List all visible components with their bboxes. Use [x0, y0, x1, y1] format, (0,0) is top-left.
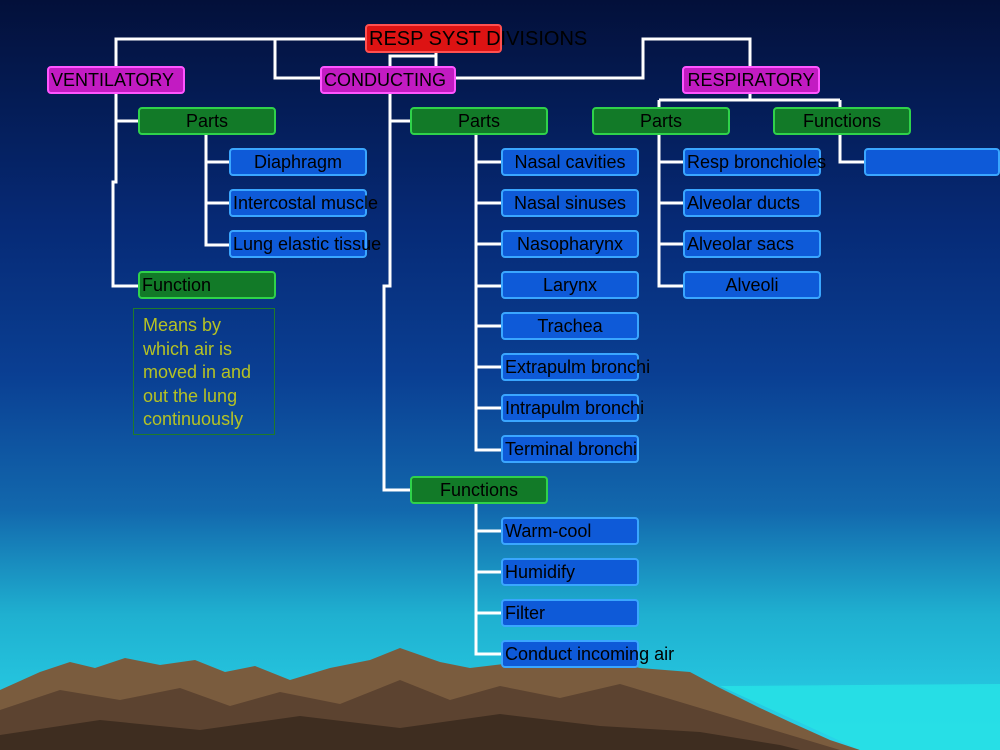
respiratory-functions-header: Functions [773, 107, 911, 135]
respiratory-parts-header-label: Parts [639, 111, 682, 131]
division-respiratory: RESPIRATORY [682, 66, 820, 94]
conducting-function-item: Conduct incoming air [501, 640, 674, 668]
conducting-part-label: Terminal bronchi [505, 439, 638, 459]
respiratory-part-item: Resp bronchioles [683, 148, 826, 176]
conducting-function-label: Warm-cool [505, 521, 592, 541]
conducting-part-item: Trachea [501, 312, 639, 340]
division-ventilatory: VENTILATORY [47, 66, 185, 94]
ventilatory-function-header-label: Function [142, 275, 212, 295]
diagram-title: RESP SYST DIVISIONS [365, 24, 587, 53]
conducting-part-label: Nasal sinuses [513, 193, 627, 213]
conducting-part-label: Nasal cavities [514, 152, 626, 172]
conducting-part-item: Nasal cavities [501, 148, 639, 176]
conducting-part-label: Nasopharynx [516, 234, 624, 254]
respiratory-part-item: Alveoli [683, 271, 821, 299]
conducting-function-label: Humidify [505, 562, 576, 582]
ventilatory-part-label: Lung elastic tissue [233, 234, 382, 254]
respiratory-part-item: Alveolar sacs [683, 230, 821, 258]
conducting-function-item: Warm-cool [501, 517, 639, 545]
conducting-part-label: Larynx [542, 275, 598, 295]
conducting-parts-header: Parts [410, 107, 548, 135]
ventilatory-parts-header-label: Parts [185, 111, 228, 131]
respiratory-functions-header-label: Functions [802, 111, 882, 131]
respiratory-part-label: Resp bronchioles [687, 152, 827, 172]
conducting-part-item: Nasopharynx [501, 230, 639, 258]
conducting-part-label: Intrapulm bronchi [505, 398, 645, 418]
conducting-part-label: Trachea [537, 316, 603, 336]
conducting-part-label: Extrapulm bronchi [505, 357, 651, 377]
conducting-function-item: Humidify [501, 558, 639, 586]
ventilatory-part-label: Intercostal muscle [233, 193, 379, 213]
respiratory-part-label: Alveolar sacs [687, 234, 795, 254]
conducting-part-item: Intrapulm bronchi [501, 394, 644, 422]
conducting-part-item: Extrapulm bronchi [501, 353, 650, 381]
conducting-function-label: Filter [505, 603, 545, 623]
division-conducting-label: CONDUCTING [324, 70, 446, 90]
respiratory-function-item [864, 148, 1000, 176]
division-respiratory-label: RESPIRATORY [687, 70, 815, 90]
respiratory-parts-header: Parts [592, 107, 730, 135]
respiratory-part-label: Alveolar ducts [687, 193, 801, 213]
division-conducting: CONDUCTING [320, 66, 456, 94]
respiratory-part-item: Alveolar ducts [683, 189, 821, 217]
ventilatory-function-header: Function [138, 271, 276, 299]
ventilatory-part-label: Diaphragm [253, 152, 343, 172]
ventilatory-part-item: Intercostal muscle [229, 189, 378, 217]
conducting-part-item: Terminal bronchi [501, 435, 639, 463]
diagram-title-text: RESP SYST DIVISIONS [369, 27, 588, 50]
ventilatory-function-description: Means by which air is moved in and out t… [133, 308, 275, 435]
ventilatory-part-item: Lung elastic tissue [229, 230, 381, 258]
conducting-functions-header-label: Functions [439, 480, 519, 500]
respiratory-part-label: Alveoli [725, 275, 779, 295]
ventilatory-parts-header: Parts [138, 107, 276, 135]
conducting-part-item: Nasal sinuses [501, 189, 639, 217]
conducting-function-label: Conduct incoming air [505, 644, 675, 664]
conducting-parts-header-label: Parts [457, 111, 500, 131]
ventilatory-part-item: Diaphragm [229, 148, 367, 176]
conducting-function-item: Filter [501, 599, 639, 627]
conducting-functions-header: Functions [410, 476, 548, 504]
conducting-part-item: Larynx [501, 271, 639, 299]
division-ventilatory-label: VENTILATORY [51, 70, 175, 90]
